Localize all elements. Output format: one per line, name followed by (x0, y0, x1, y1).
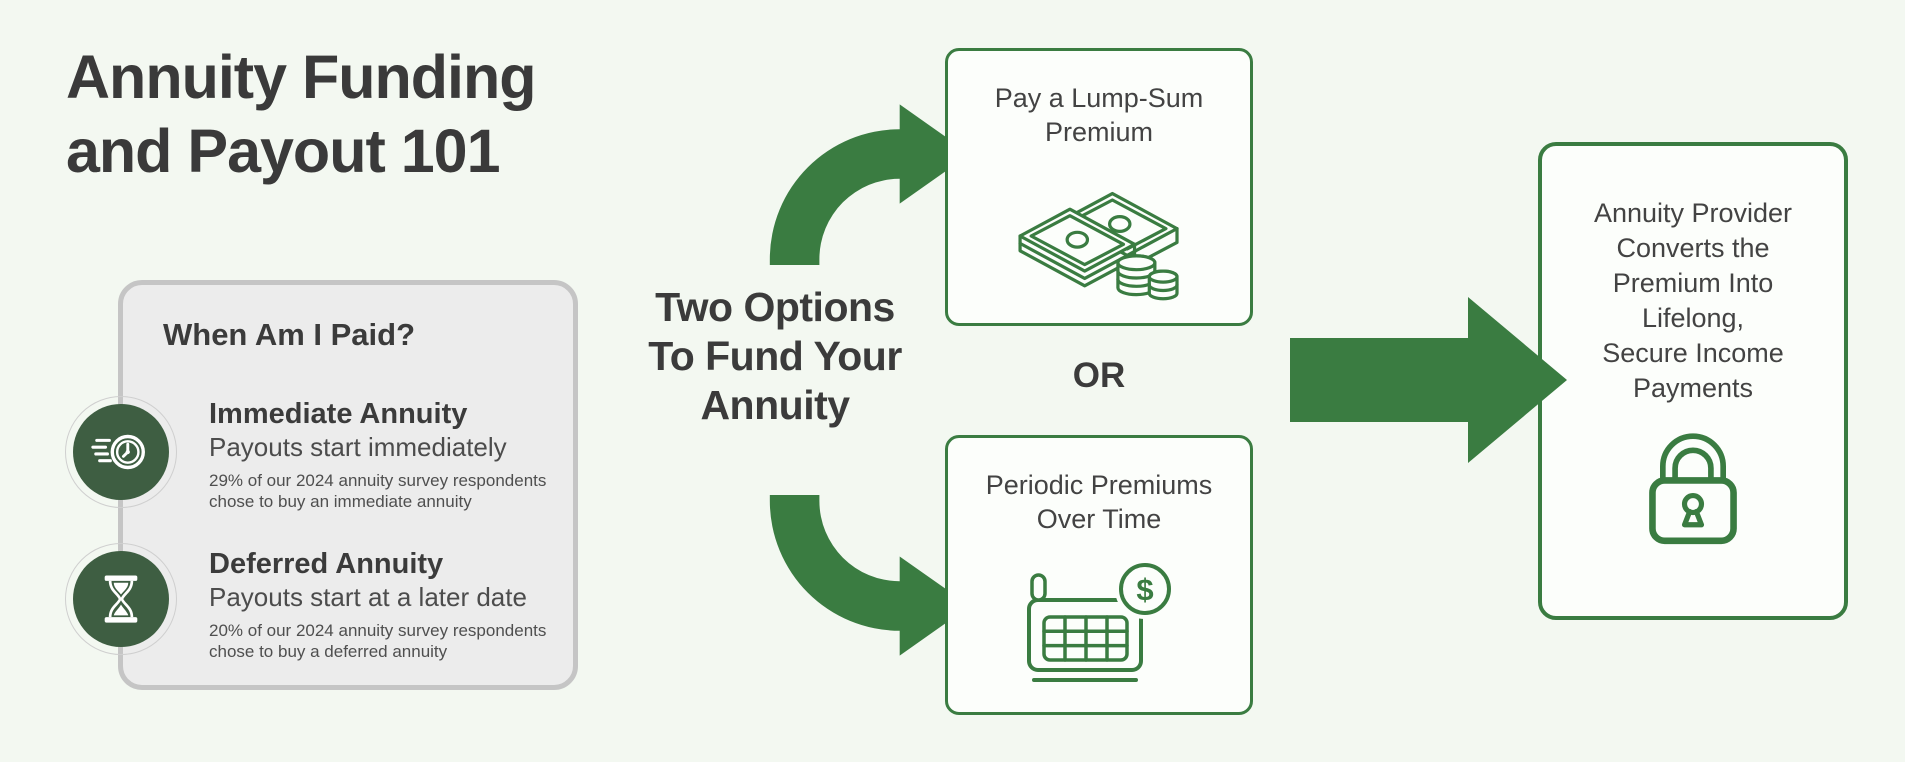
deferred-annuity-title: Deferred Annuity (209, 548, 444, 580)
panel-heading: When Am I Paid? (163, 317, 416, 352)
or-label: OR (1072, 356, 1126, 395)
funding-options-heading: Two Options To Fund Your Annuity (615, 283, 935, 430)
lump-sum-option-box: Pay a Lump-Sum Premium (945, 48, 1253, 326)
outcome-text-line2: Converts the (1616, 233, 1770, 263)
periodic-premiums-label: Periodic Premiums Over Time (948, 468, 1250, 536)
outcome-text: Annuity Provider Converts the Premium In… (1542, 196, 1844, 406)
padlock-icon (1542, 422, 1844, 559)
outcome-text-line3: Premium Into (1612, 268, 1774, 298)
funding-heading-line2: To Fund Your (648, 333, 902, 379)
curved-arrow-down-icon (750, 492, 978, 727)
dollar-symbol: $ (1136, 572, 1153, 607)
cash-stack-coins-icon (948, 175, 1250, 314)
outcome-text-line1: Annuity Provider (1593, 198, 1793, 228)
hourglass-icon (73, 551, 169, 647)
big-right-arrow-icon (1290, 297, 1568, 468)
funding-heading-line1: Two Options (655, 284, 895, 330)
immediate-annuity-note: 29% of our 2024 annuity survey responden… (209, 471, 547, 511)
immediate-annuity-title: Immediate Annuity (209, 398, 468, 430)
page-title: Annuity Funding and Payout 101 (66, 40, 536, 188)
page-title-line1: Annuity Funding (66, 43, 536, 111)
page-title-line2: and Payout 101 (66, 117, 500, 185)
immediate-annuity-item: Immediate Annuity Payouts start immediat… (209, 397, 569, 512)
lump-sum-label: Pay a Lump-Sum Premium (948, 81, 1250, 149)
lump-sum-label-line1: Pay a Lump-Sum (994, 83, 1204, 113)
immediate-annuity-icon-ring (65, 396, 177, 508)
curved-arrow-up-icon (750, 38, 978, 275)
periodic-premiums-option-box: Periodic Premiums Over Time $ (945, 435, 1253, 715)
calendar-dollar-icon: $ (948, 559, 1250, 694)
outcome-text-line5: Secure Income (1602, 338, 1784, 368)
outcome-text-line6: Payments (1632, 373, 1754, 403)
deferred-annuity-note: 20% of our 2024 annuity survey responden… (209, 621, 547, 661)
funding-heading-line3: Annuity (700, 382, 850, 428)
periodic-premiums-label-line2: Over Time (1036, 504, 1162, 534)
when-am-i-paid-panel: When Am I Paid? Immediate Annuity Payout… (65, 280, 578, 690)
lump-sum-label-line2: Premium (1044, 117, 1153, 147)
deferred-annuity-subtitle: Payouts start at a later date (209, 582, 527, 612)
outcome-text-line4: Lifelong, (1641, 303, 1745, 333)
outcome-box: Annuity Provider Converts the Premium In… (1538, 142, 1848, 620)
speeding-clock-icon (73, 404, 169, 500)
immediate-annuity-subtitle: Payouts start immediately (209, 432, 507, 462)
periodic-premiums-label-line1: Periodic Premiums (985, 470, 1213, 500)
deferred-annuity-icon-ring (65, 543, 177, 655)
deferred-annuity-item: Deferred Annuity Payouts start at a late… (209, 547, 569, 662)
